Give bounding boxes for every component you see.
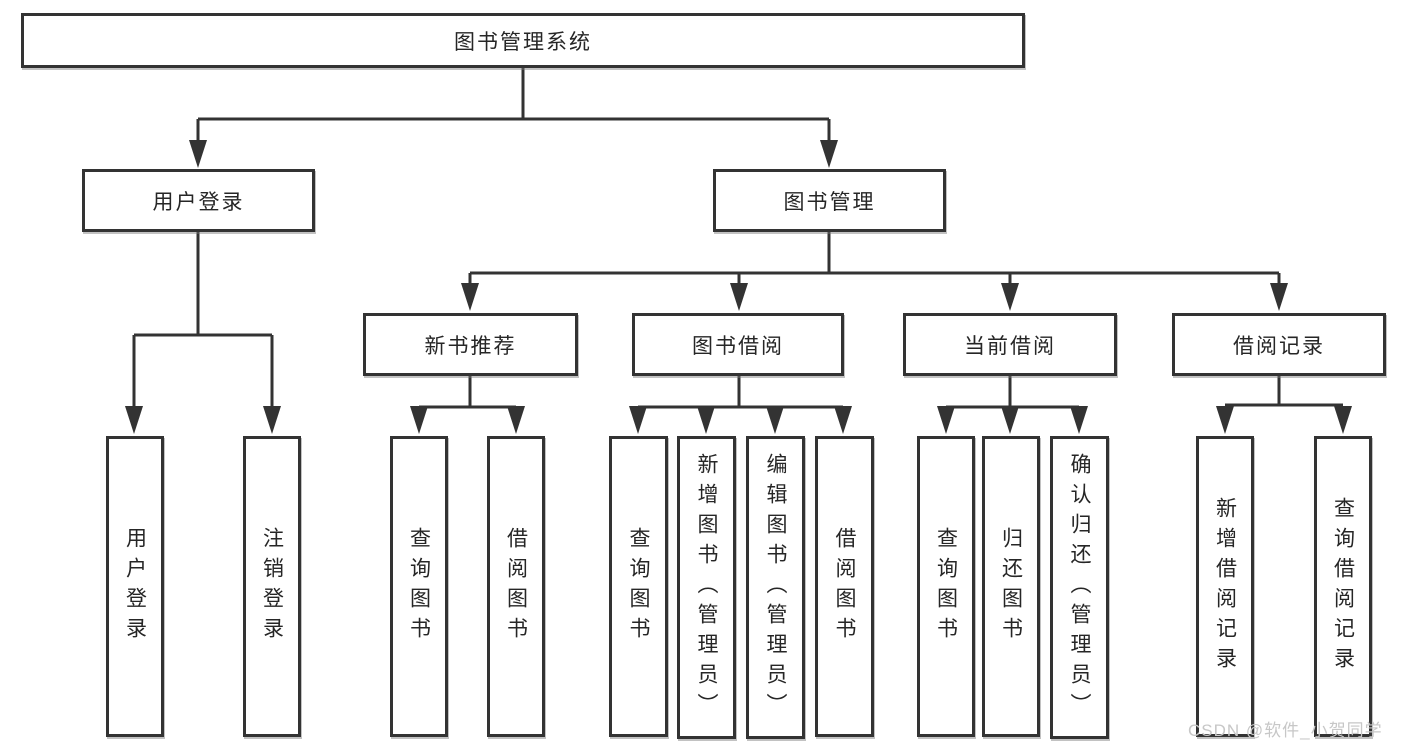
node-book-management: 图书管理 <box>713 169 946 232</box>
node-user-login: 用户登录 <box>82 169 315 232</box>
leaf-query-books-borrowing: 查询图书 <box>609 436 668 737</box>
leaf-confirm-return-admin: 确认归还（管理员） <box>1050 436 1109 739</box>
node-new-book-recommend: 新书推荐 <box>363 313 578 376</box>
watermark: CSDN @软件_小贺同学 <box>1188 721 1383 740</box>
leaf-query-borrow-record: 查询借阅记录 <box>1314 436 1372 737</box>
leaf-query-books-recommend: 查询图书 <box>390 436 448 737</box>
leaf-edit-books-admin: 编辑图书（管理员） <box>746 436 805 739</box>
leaf-user-login: 用户登录 <box>106 436 164 737</box>
node-current-borrowing: 当前借阅 <box>903 313 1117 376</box>
leaf-add-books-admin: 新增图书（管理员） <box>677 436 736 739</box>
leaf-add-borrow-record: 新增借阅记录 <box>1196 436 1254 737</box>
node-book-borrowing: 图书借阅 <box>632 313 844 376</box>
leaf-borrow-books-borrowing: 借阅图书 <box>815 436 874 737</box>
leaf-query-books-current: 查询图书 <box>917 436 975 737</box>
leaf-return-books: 归还图书 <box>982 436 1040 737</box>
leaf-logout-login: 注销登录 <box>243 436 301 737</box>
leaf-borrow-books-recommend: 借阅图书 <box>487 436 545 737</box>
node-borrow-records: 借阅记录 <box>1172 313 1386 376</box>
node-library-management-system: 图书管理系统 <box>21 13 1025 68</box>
